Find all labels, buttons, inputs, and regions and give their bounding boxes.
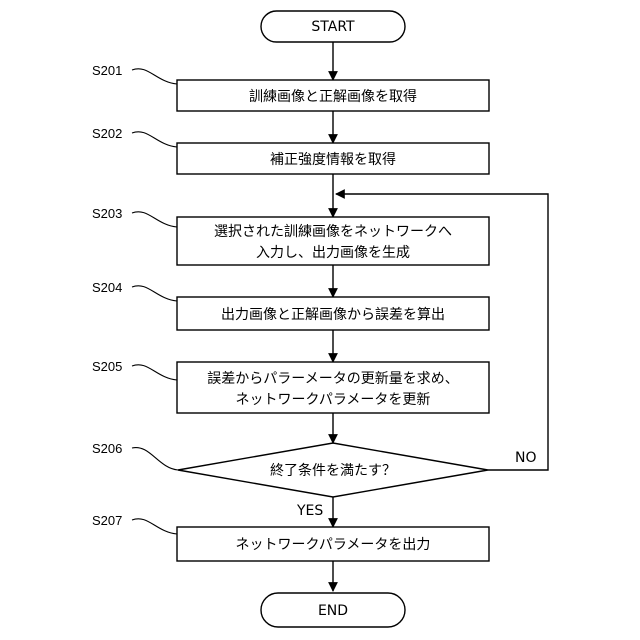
end-terminal: END [261,593,405,627]
step-id-s207: S207 [92,513,122,528]
start-label: START [311,19,355,35]
step-id-s206: S206 [92,441,122,456]
process-s203-text-line2: 入力し、出力画像を生成 [256,245,410,261]
step-id-s203: S203 [92,206,122,221]
process-s204-text: 出力画像と正解画像から誤差を算出 [221,307,445,323]
leader-line-s203 [132,212,177,227]
leader-line-s205 [132,365,177,380]
leader-line-s204 [132,286,177,301]
leader-line-s202 [132,132,177,147]
leader-line-s206 [132,448,178,470]
process-s205-text-line1: 誤差からパラーメータの更新量を求め、 [207,371,458,387]
process-s205: 誤差からパラーメータの更新量を求め、 ネットワークパラメータを更新 [177,362,489,413]
branch-label-no: NO [515,450,537,466]
step-id-s201: S201 [92,63,122,78]
step-id-s202: S202 [92,126,122,141]
step-label-s202: S202 [92,126,177,147]
process-s202: 補正強度情報を取得 [177,143,489,174]
leader-line-s201 [132,69,177,84]
step-label-s201: S201 [92,63,177,84]
process-s203-text-line1: 選択された訓練画像をネットワークへ [214,224,452,240]
process-s207-text: ネットワークパラメータを出力 [236,537,431,553]
process-s203: 選択された訓練画像をネットワークへ 入力し、出力画像を生成 [177,217,489,265]
process-s205-text-line2: ネットワークパラメータを更新 [236,392,431,408]
step-label-s205: S205 [92,359,177,380]
process-s201: 訓練画像と正解画像を取得 [177,80,489,111]
process-s207: ネットワークパラメータを出力 [177,527,489,561]
start-terminal: START [261,11,405,42]
step-id-s204: S204 [92,280,122,295]
decision-s206-text: 終了条件を満たす？ [270,462,396,479]
step-id-s205: S205 [92,359,122,374]
step-label-s204: S204 [92,280,177,301]
step-label-s207: S207 [92,513,177,534]
step-label-s203: S203 [92,206,177,227]
process-s202-text: 補正強度情報を取得 [270,151,396,168]
end-label: END [318,603,348,619]
leader-line-s207 [132,519,177,534]
process-s204: 出力画像と正解画像から誤差を算出 [177,297,489,330]
step-label-s206: S206 [92,441,178,470]
decision-s206: 終了条件を満たす？ [178,443,488,497]
process-s201-text: 訓練画像と正解画像を取得 [249,88,417,105]
branch-label-yes: YES [296,503,323,519]
